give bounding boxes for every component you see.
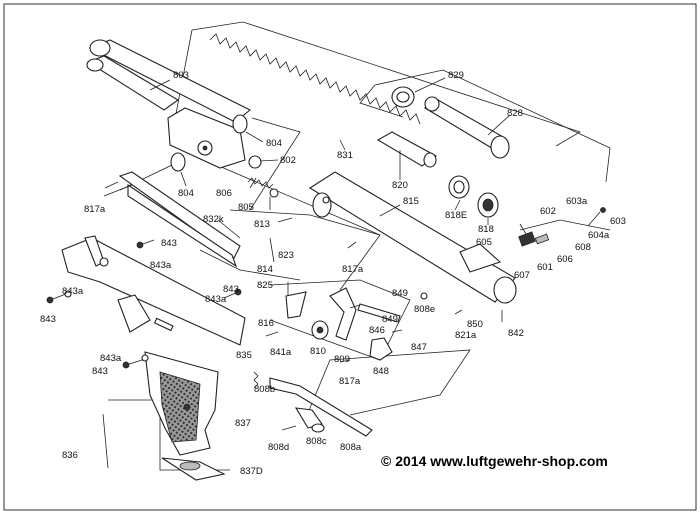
copyright-notice: © 2014 www.luftgewehr-shop.com	[381, 453, 608, 469]
label-606: 606	[557, 254, 573, 265]
label-846: 846	[369, 325, 385, 336]
label-843a-lower: 843a	[100, 353, 122, 364]
label-601: 601	[537, 262, 553, 273]
label-837d: 837D	[240, 466, 263, 477]
label-603a: 603a	[566, 196, 588, 207]
label-814: 814	[257, 264, 273, 275]
label-802: 802	[280, 155, 296, 166]
label-818e: 818E	[445, 210, 467, 221]
label-831: 831	[337, 150, 353, 161]
barrel-part	[86, 39, 252, 169]
grip-base-parts	[102, 413, 226, 481]
grip-screws	[46, 239, 242, 369]
label-821a: 821a	[455, 330, 477, 341]
label-836: 836	[62, 450, 78, 461]
label-818: 818	[478, 224, 494, 235]
label-817a-bottom: 817a	[339, 376, 361, 387]
label-816: 816	[258, 318, 274, 329]
label-808b: 808b	[254, 384, 275, 395]
label-602: 602	[540, 206, 556, 217]
small-pins	[104, 181, 503, 337]
label-804-bottom: 804	[178, 188, 194, 199]
label-828: 828	[507, 108, 523, 119]
label-607: 607	[514, 270, 530, 281]
label-809: 809	[334, 354, 350, 365]
piston-parts	[376, 86, 510, 218]
label-843-lower: 843	[92, 366, 108, 377]
label-848: 848	[373, 366, 389, 377]
diagram-border	[3, 3, 697, 511]
label-843-left: 843	[40, 314, 56, 325]
label-806: 806	[216, 188, 232, 199]
label-803: 803	[173, 70, 189, 81]
label-843a-left: 843a	[62, 286, 84, 297]
cocking-lever	[118, 171, 241, 268]
label-808e: 808e	[414, 304, 435, 315]
label-823: 823	[278, 250, 294, 261]
label-825: 825	[257, 280, 273, 291]
label-843-upper: 843	[161, 238, 177, 249]
rear-sight-parts	[518, 207, 606, 247]
label-837: 837	[235, 418, 251, 429]
label-804-top: 804	[266, 138, 282, 149]
label-608: 608	[575, 242, 591, 253]
label-841a: 841a	[270, 347, 292, 358]
label-847: 847	[411, 342, 427, 353]
label-813: 813	[254, 219, 270, 230]
label-604a: 604a	[588, 230, 610, 241]
label-850: 850	[467, 319, 483, 330]
cylinder-housing	[308, 171, 517, 304]
label-842: 842	[508, 328, 524, 339]
label-817a-top: 817a	[84, 204, 106, 215]
part-labels: 829 828 803 804 802 804 806 831 820 805 …	[40, 70, 626, 477]
label-605: 605	[476, 237, 492, 248]
label-808d: 808d	[268, 442, 289, 453]
label-849-top: 849	[392, 288, 408, 299]
label-849-bottom: 849	[382, 314, 398, 325]
frame-part	[61, 235, 246, 346]
label-820: 820	[392, 180, 408, 191]
label-805: 805	[238, 202, 254, 213]
trigger-parts	[285, 282, 401, 363]
label-817a-middle: 817a	[342, 264, 364, 275]
label-810: 810	[310, 346, 326, 357]
label-808a: 808a	[340, 442, 362, 453]
label-832k: 832k	[203, 214, 224, 225]
leader-lines	[103, 77, 511, 239]
pivot-washers	[170, 114, 279, 198]
safety-parts	[253, 371, 373, 437]
label-843a-right: 843a	[205, 294, 227, 305]
label-843-right: 843	[223, 284, 239, 295]
label-808c: 808c	[306, 436, 327, 447]
label-815: 815	[403, 196, 419, 207]
grip-part	[144, 351, 219, 456]
label-843a-upper: 843a	[150, 260, 172, 271]
label-829: 829	[448, 70, 464, 81]
mainspring	[209, 33, 421, 125]
label-835: 835	[236, 350, 252, 361]
label-603: 603	[610, 216, 626, 227]
